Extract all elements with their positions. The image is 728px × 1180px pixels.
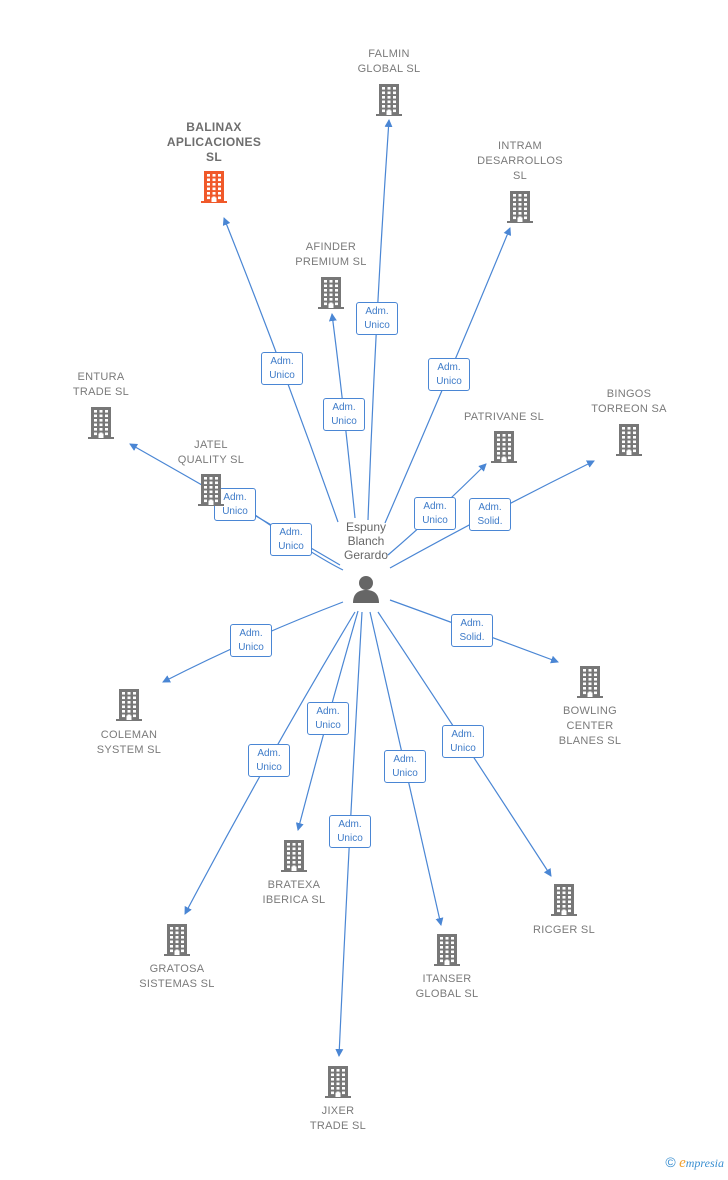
company-name[interactable]: JATEL QUALITY SL <box>177 439 245 466</box>
building-icon[interactable] <box>229 839 359 873</box>
company-node-bowling[interactable]: BOWLING CENTER BLANES SL <box>525 665 655 749</box>
role-badge-gratosa[interactable]: Adm. Unico <box>248 744 290 777</box>
company-name[interactable]: RICGER SL <box>533 924 595 936</box>
building-icon[interactable] <box>455 190 585 224</box>
role-badge-afinder[interactable]: Adm. Unico <box>323 398 365 431</box>
role-badge-bingos[interactable]: Adm. Solid. <box>469 498 511 531</box>
company-node-falmin[interactable]: FALMIN GLOBAL SL <box>324 47 454 117</box>
company-node-bratexa[interactable]: BRATEXA IBERICA SL <box>229 839 359 908</box>
role-badge-bratexa[interactable]: Adm. Unico <box>307 702 349 735</box>
role-badge-jixer[interactable]: Adm. Unico <box>329 815 371 848</box>
role-badge-jatel[interactable]: Adm. Unico <box>270 523 312 556</box>
company-node-balinax[interactable]: BALINAX APLICACIONES SL <box>149 120 279 204</box>
company-node-afinder[interactable]: AFINDER PREMIUM SL <box>266 240 396 310</box>
building-icon[interactable] <box>439 430 569 464</box>
building-icon[interactable] <box>273 1065 403 1099</box>
company-node-bingos[interactable]: BINGOS TORREON SA <box>564 387 694 457</box>
building-icon[interactable] <box>382 933 512 967</box>
building-icon[interactable] <box>112 923 242 957</box>
person-name[interactable]: Espuny Blanch Gerardo <box>343 520 389 562</box>
company-node-gratosa[interactable]: GRATOSA SISTEMAS SL <box>112 923 242 992</box>
building-icon[interactable] <box>149 170 279 204</box>
company-node-coleman[interactable]: COLEMAN SYSTEM SL <box>64 688 194 758</box>
brand-name: mpresia <box>685 1156 724 1170</box>
company-name[interactable]: BRATEXA IBERICA SL <box>262 879 326 906</box>
building-icon[interactable] <box>564 423 694 457</box>
role-badge-itanser[interactable]: Adm. Unico <box>384 750 426 783</box>
company-node-ricger[interactable]: RICGER SL <box>499 883 629 938</box>
role-badge-ricger[interactable]: Adm. Unico <box>442 725 484 758</box>
role-badge-patrivane[interactable]: Adm. Unico <box>414 497 456 530</box>
company-name[interactable]: JIXER TRADE SL <box>309 1105 367 1132</box>
company-node-entura[interactable]: ENTURA TRADE SL <box>36 370 166 440</box>
company-name[interactable]: PATRIVANE SL <box>463 411 544 423</box>
person-node[interactable]: Espuny Blanch Gerardo <box>326 520 406 604</box>
company-name[interactable]: BINGOS TORREON SA <box>591 388 667 415</box>
footer-brand: © empresia <box>665 1154 724 1172</box>
company-node-jatel[interactable]: JATEL QUALITY SL <box>146 438 276 507</box>
building-icon[interactable] <box>324 83 454 117</box>
role-badge-falmin[interactable]: Adm. Unico <box>356 302 398 335</box>
role-badge-bowling[interactable]: Adm. Solid. <box>451 614 493 647</box>
company-name[interactable]: AFINDER PREMIUM SL <box>295 241 367 268</box>
company-name[interactable]: COLEMAN SYSTEM SL <box>96 729 162 756</box>
building-icon[interactable] <box>146 473 276 507</box>
company-node-intram[interactable]: INTRAM DESARROLLOS SL <box>455 139 585 224</box>
role-badge-balinax[interactable]: Adm. Unico <box>261 352 303 385</box>
building-icon[interactable] <box>36 406 166 440</box>
company-name[interactable]: GRATOSA SISTEMAS SL <box>139 963 215 990</box>
company-name[interactable]: BOWLING CENTER BLANES SL <box>558 705 622 747</box>
company-node-jixer[interactable]: JIXER TRADE SL <box>273 1065 403 1134</box>
building-icon[interactable] <box>499 883 629 917</box>
copyright-symbol: © <box>665 1154 676 1170</box>
role-badge-coleman[interactable]: Adm. Unico <box>230 624 272 657</box>
brand-logo-initial: e <box>679 1155 686 1171</box>
company-name[interactable]: BALINAX APLICACIONES SL <box>166 120 262 164</box>
building-icon[interactable] <box>64 688 194 722</box>
building-icon[interactable] <box>266 276 396 310</box>
person-icon[interactable] <box>326 574 406 604</box>
company-name[interactable]: FALMIN GLOBAL SL <box>357 48 421 75</box>
company-node-patrivane[interactable]: PATRIVANE SL <box>439 410 569 464</box>
company-name[interactable]: ENTURA TRADE SL <box>72 371 130 398</box>
company-node-itanser[interactable]: ITANSER GLOBAL SL <box>382 933 512 1002</box>
building-icon[interactable] <box>525 665 655 699</box>
company-name[interactable]: ITANSER GLOBAL SL <box>415 973 479 1000</box>
role-badge-intram[interactable]: Adm. Unico <box>428 358 470 391</box>
company-name[interactable]: INTRAM DESARROLLOS SL <box>477 140 563 182</box>
